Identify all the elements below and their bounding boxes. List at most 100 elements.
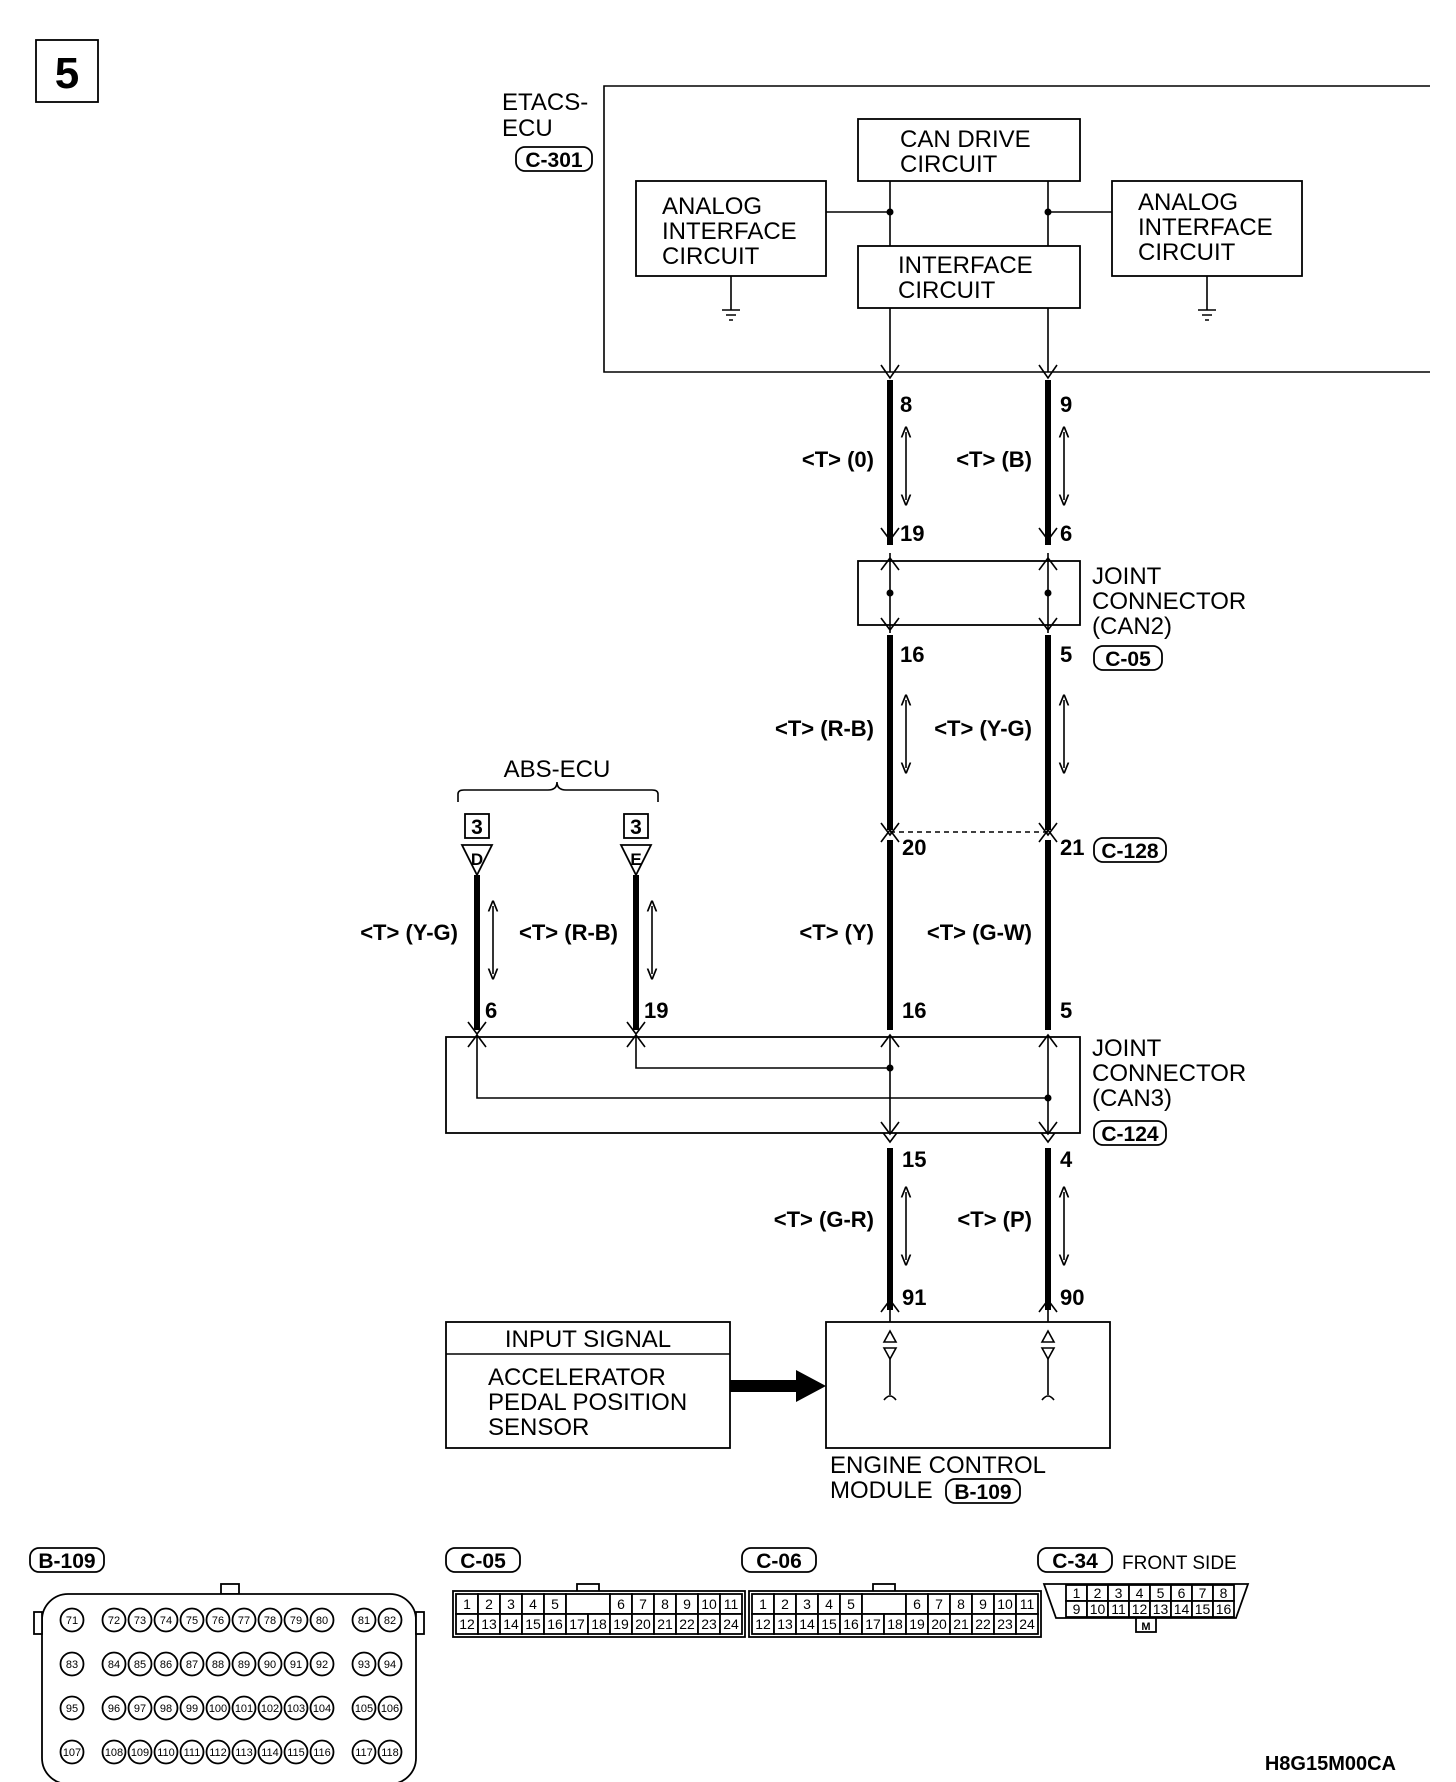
abs-ref-left: 3 (471, 816, 483, 839)
pin-number: 7 (1199, 1585, 1207, 1601)
pin-number: 115 (287, 1747, 305, 1759)
pin-number: 12 (755, 1616, 771, 1632)
pin-number: 99 (186, 1703, 198, 1715)
pin-number: 89 (238, 1659, 250, 1671)
pin-number: 98 (160, 1703, 172, 1715)
pin-number: 4 (825, 1596, 833, 1612)
pin-hole (377, 1607, 403, 1633)
pin-hole (127, 1651, 153, 1677)
pin-hole (205, 1607, 231, 1633)
connector-c128: 20 21 C-128 (880, 828, 1167, 863)
pin-number: 88 (212, 1659, 224, 1671)
abs-ref-right: 3 (630, 816, 642, 839)
pin-number: 1 (759, 1596, 767, 1612)
pin-hole (101, 1739, 127, 1765)
abs-ref-right-letter: E (630, 850, 641, 869)
pin-number: 1 (1073, 1585, 1081, 1601)
pin-number: 19 (613, 1616, 629, 1632)
pin-number: 18 (591, 1616, 607, 1632)
pin-number: 20 (931, 1616, 947, 1632)
wire-color-label: <T> (Y-G) (934, 716, 1032, 741)
b109-label: B-109 (38, 1550, 95, 1573)
pin-hole (153, 1607, 179, 1633)
pin-number: 5 (551, 1596, 559, 1612)
pin-label: 20 (902, 835, 926, 860)
pin-number: 106 (381, 1703, 399, 1715)
pin-hole (257, 1695, 283, 1721)
analog-right-line3: CIRCUIT (1138, 239, 1236, 266)
input-signal-line2: PEDAL POSITION (488, 1389, 687, 1416)
pin-number: 95 (66, 1703, 78, 1715)
pin-number: 19 (909, 1616, 925, 1632)
can2-line2: CONNECTOR (1092, 588, 1246, 615)
key-mark: M (1141, 1621, 1150, 1633)
pin-label: 8 (900, 392, 912, 417)
pin-number: 91 (290, 1659, 302, 1671)
etacs-connector-label: C-301 (525, 149, 583, 172)
pin-hole (101, 1651, 127, 1677)
pin-number: 109 (131, 1747, 149, 1759)
pin-hole (179, 1695, 205, 1721)
can3-connector-label: C-124 (1101, 1123, 1159, 1146)
pin-cell (1212, 1600, 1235, 1618)
pin-number: 15 (1195, 1601, 1211, 1617)
pin-number: 86 (160, 1659, 172, 1671)
ecm-line1: ENGINE CONTROL (830, 1452, 1046, 1479)
pin-label: 9 (1060, 392, 1072, 417)
can3-line2: CONNECTOR (1092, 1060, 1246, 1087)
section-number: 5 (55, 49, 79, 98)
pin-hole (127, 1739, 153, 1765)
pin-number: 14 (1174, 1601, 1190, 1617)
interface-line2: CIRCUIT (898, 277, 996, 304)
pin-number: 24 (1019, 1616, 1035, 1632)
analog-right-line2: INTERFACE (1138, 214, 1273, 241)
pin-label: 16 (900, 642, 924, 667)
pin-hole (231, 1695, 257, 1721)
pin-cell (719, 1613, 743, 1635)
pin-label: 91 (902, 1285, 926, 1310)
pin-number: 79 (290, 1615, 302, 1627)
wire-color-label: <T> (0) (802, 447, 874, 472)
pin-number: 10 (997, 1596, 1013, 1612)
can3-line1: JOINT (1092, 1035, 1162, 1062)
wire-color-label: <T> (R-B) (519, 920, 618, 945)
segment-can3-to-ecm: 15 4 <T> (G-R) <T> (P) 91 90 (774, 1147, 1085, 1310)
pin-number: 23 (997, 1616, 1013, 1632)
pin-label: 19 (900, 521, 924, 546)
pin-hole (283, 1695, 309, 1721)
pin-number: 16 (547, 1616, 563, 1632)
joint-connector-can3: JOINT CONNECTOR (CAN3) C-124 (445, 1033, 1246, 1146)
transceiver-icon (882, 1329, 898, 1401)
pin-number: 6 (1178, 1585, 1186, 1601)
pin-hole (231, 1607, 257, 1633)
pin-hole (59, 1739, 85, 1765)
pin-number: 108 (105, 1747, 123, 1759)
pin-hole (205, 1695, 231, 1721)
pin-hole (351, 1695, 377, 1721)
pin-number: 9 (1073, 1601, 1081, 1617)
pin-number: 9 (683, 1596, 691, 1612)
pin-label: 90 (1060, 1285, 1084, 1310)
joint-connector-can2: JOINT CONNECTOR (CAN2) C-05 (857, 553, 1246, 671)
pin-hole (153, 1651, 179, 1677)
pin-number: 80 (316, 1615, 328, 1627)
can2-line1: JOINT (1092, 563, 1162, 590)
input-signal-header: INPUT SIGNAL (505, 1326, 671, 1353)
pin-hole (283, 1607, 309, 1633)
pin-hole (257, 1651, 283, 1677)
pin-hole (309, 1651, 335, 1677)
section-number-badge: 5 (35, 39, 99, 103)
pin-number: 11 (1111, 1601, 1126, 1617)
etacs-ecu: ETACS- ECU C-301 CAN DRIVE CIRCUIT INTER… (502, 85, 1430, 373)
etacs-name-line2: ECU (502, 115, 553, 142)
wire-color-label: <T> (Y-G) (360, 920, 458, 945)
pin-hole (377, 1695, 403, 1721)
pin-number: 116 (313, 1747, 331, 1759)
pin-hole (179, 1651, 205, 1677)
